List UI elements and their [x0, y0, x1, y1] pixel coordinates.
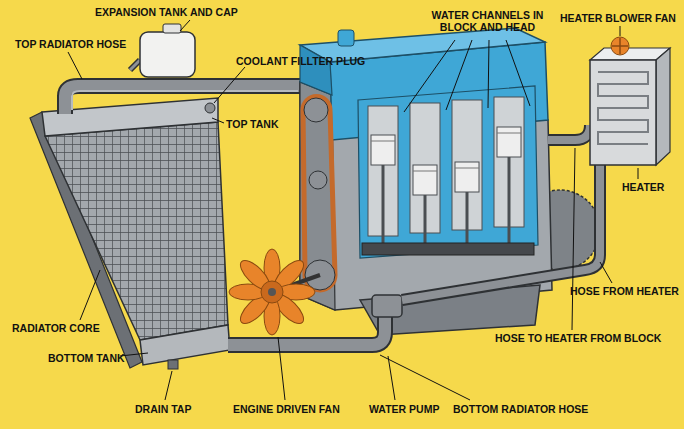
leader-lines — [638, 168, 639, 179]
engine-driven-fan — [229, 249, 320, 335]
leader-lines — [600, 262, 612, 283]
engine — [338, 30, 354, 46]
heater — [590, 60, 656, 165]
heater-hoses — [402, 125, 600, 300]
part-label: HOSE FROM HEATER — [570, 285, 679, 297]
leader-lines — [68, 52, 82, 79]
heater — [598, 72, 648, 144]
expansion-tank — [130, 60, 140, 70]
engine — [466, 192, 469, 246]
engine — [358, 86, 538, 258]
engine — [424, 195, 427, 248]
engine — [382, 165, 385, 250]
part-label: BOTTOM RADIATOR HOSE — [453, 403, 588, 415]
bottom-radiator-hose — [372, 295, 402, 317]
part-label: RADIATOR CORE — [12, 322, 100, 334]
part-label: HEATER — [622, 181, 664, 193]
engine — [413, 165, 437, 195]
part-label: TOP TANK — [226, 118, 279, 130]
engine — [455, 162, 479, 192]
engine-driven-fan — [261, 281, 283, 303]
top-radiator-hose — [72, 91, 298, 110]
expansion-tank — [140, 32, 195, 77]
part-label: DRAIN TAP — [135, 403, 191, 415]
heater — [656, 48, 670, 165]
engine — [300, 45, 332, 95]
leader-lines — [506, 40, 530, 106]
heater — [612, 38, 628, 54]
engine — [371, 127, 521, 195]
engine — [413, 171, 437, 172]
radiator — [168, 360, 178, 369]
engine — [383, 157, 509, 250]
radiator — [140, 325, 230, 365]
engine — [497, 133, 521, 134]
engine — [304, 98, 328, 122]
part-label: COOLANT FILLTER PLUG — [236, 55, 365, 67]
leader-lines — [446, 40, 472, 110]
part-label: HEATER BLOWER FAN — [560, 12, 676, 24]
engine-driven-fan — [229, 249, 315, 335]
engine — [455, 168, 479, 169]
part-label: EXPANSION TANK AND CAP — [95, 6, 238, 18]
engine — [303, 97, 335, 291]
leader-lines — [380, 355, 470, 400]
engine-driven-fan — [268, 288, 276, 296]
leader-lines — [572, 148, 575, 330]
engine — [371, 133, 521, 171]
heater-hoses — [548, 125, 590, 140]
engine — [300, 28, 600, 335]
engine — [371, 141, 395, 142]
radiator — [205, 103, 215, 113]
top-radiator-hose — [65, 86, 300, 114]
heater-hoses — [548, 125, 590, 140]
part-label: BOTTOM TANK — [48, 352, 125, 364]
engine — [309, 171, 327, 189]
heater — [611, 37, 629, 55]
leader-lines — [620, 26, 621, 36]
leader-lines — [278, 337, 285, 400]
leader-lines — [404, 40, 455, 112]
part-label: WATER PUMP — [369, 403, 439, 415]
top-radiator-hose — [65, 86, 300, 114]
part-label: ENGINE DRIVEN FAN — [233, 403, 340, 415]
leader-lines — [212, 118, 224, 123]
part-label: WATER CHANNELS IN BLOCK AND HEAD — [425, 9, 550, 33]
engine — [508, 157, 511, 244]
engine — [371, 135, 395, 165]
expansion-tank — [130, 60, 140, 70]
heater — [590, 37, 670, 165]
leader-lines — [388, 356, 395, 400]
top-radiator-hose — [65, 86, 300, 114]
part-label: TOP RADIATOR HOSE — [15, 38, 126, 50]
engine — [362, 243, 534, 255]
leader-lines — [180, 20, 190, 31]
engine — [368, 97, 524, 236]
heater-hoses — [402, 165, 600, 300]
heater-hoses — [402, 165, 600, 300]
engine — [497, 127, 521, 157]
leader-lines — [165, 371, 172, 400]
leader-lines — [214, 67, 245, 103]
expansion-tank — [130, 24, 195, 77]
leader-lines — [80, 270, 100, 320]
part-label: HOSE TO HEATER FROM BLOCK — [495, 332, 661, 344]
radiator — [45, 122, 228, 340]
expansion-tank — [163, 24, 181, 33]
leader-lines — [488, 40, 489, 108]
